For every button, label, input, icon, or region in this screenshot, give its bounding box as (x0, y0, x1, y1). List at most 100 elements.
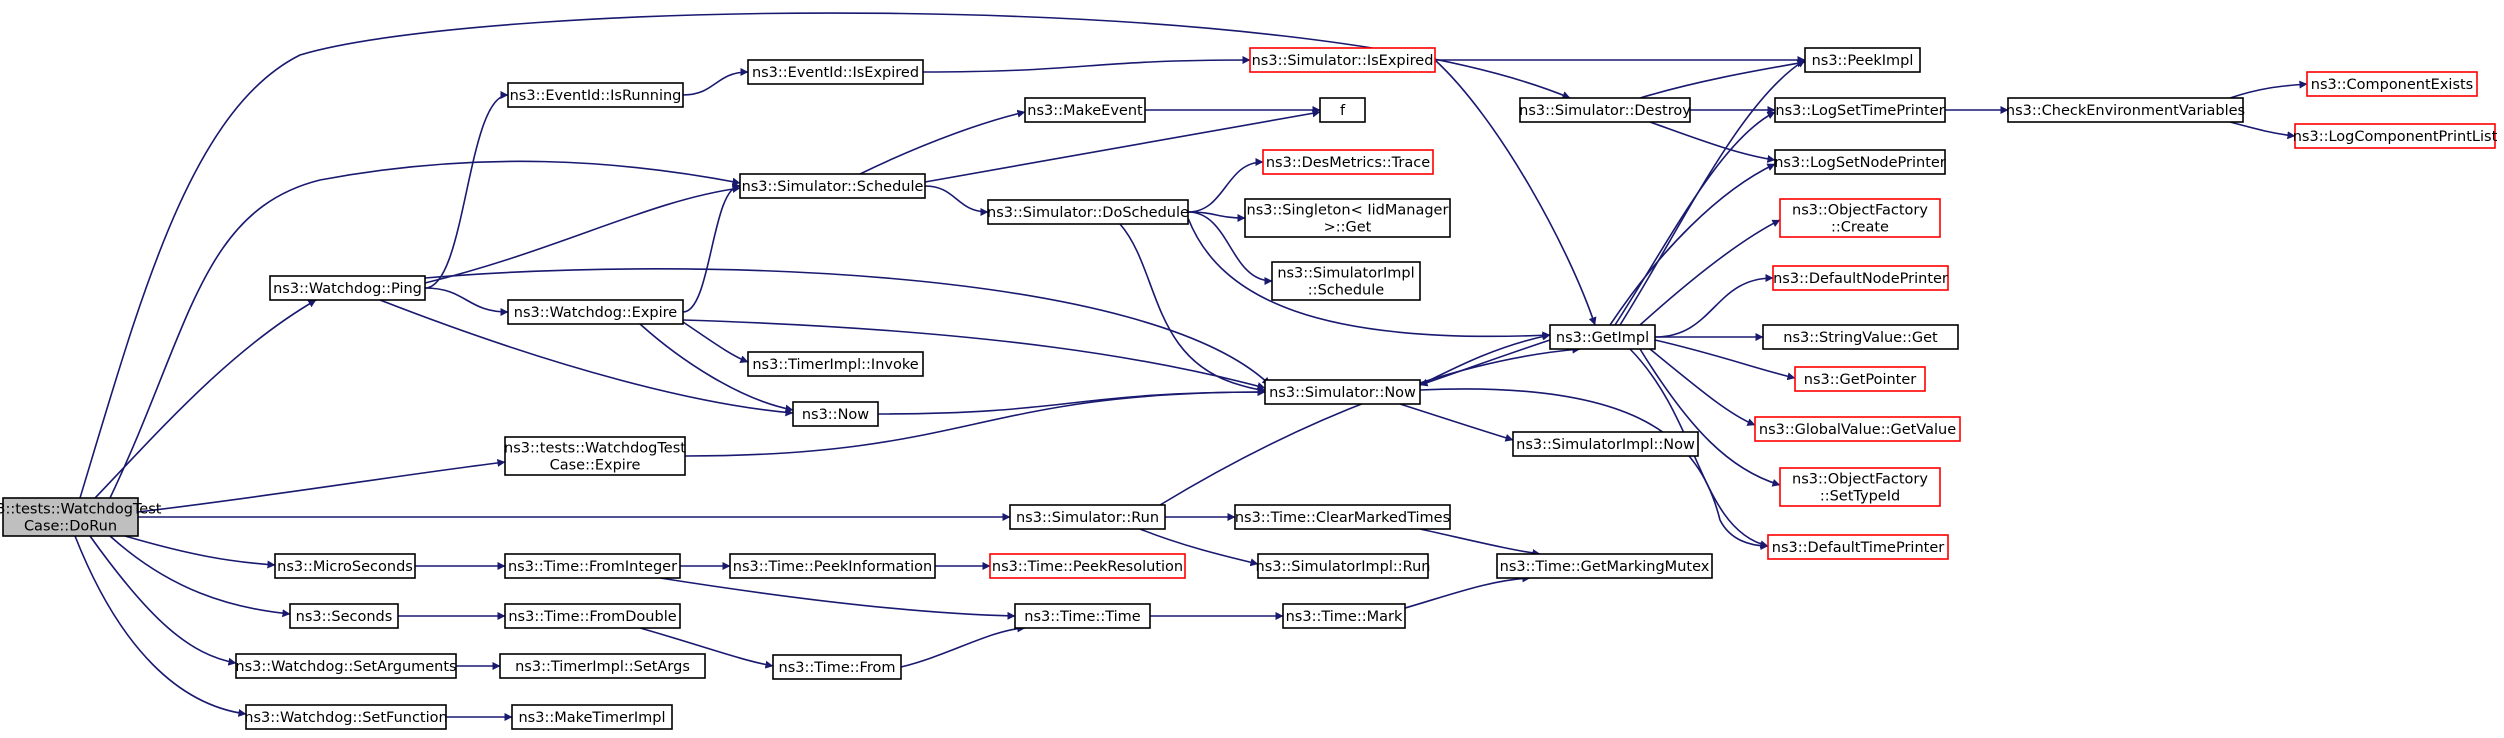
node-box[interactable] (1804, 47, 1921, 73)
node-box[interactable] (1774, 149, 1946, 175)
node-watchdog-expire[interactable]: ns3::Watchdog::Expire (507, 299, 684, 325)
node-box[interactable] (1762, 324, 1959, 350)
node-box[interactable] (2, 497, 139, 537)
node-box[interactable] (274, 553, 416, 579)
node-componentexists[interactable]: ns3::ComponentExists (2306, 71, 2478, 97)
node-time-peekresolution[interactable]: ns3::Time::PeekResolution (989, 553, 1186, 579)
node-box[interactable] (269, 275, 426, 301)
node-time-getmarkingmutex[interactable]: ns3::Time::GetMarkingMutex (1496, 553, 1713, 579)
node-box[interactable] (1009, 504, 1166, 530)
node-time-fromdouble[interactable]: ns3::Time::FromDouble (504, 603, 681, 629)
node-box[interactable] (504, 436, 686, 476)
node-box[interactable] (1249, 47, 1436, 73)
node-watchdog-ping[interactable]: ns3::Watchdog::Ping (269, 275, 426, 301)
node-box[interactable] (989, 553, 1186, 579)
node-box[interactable] (747, 351, 924, 377)
node-sim-run[interactable]: ns3::Simulator::Run (1009, 504, 1166, 530)
node-sim-isexpired[interactable]: ns3::Simulator::IsExpired (1249, 47, 1436, 73)
node-box[interactable] (1024, 97, 1146, 123)
node-box[interactable] (1262, 149, 1434, 175)
node-box[interactable] (1779, 467, 1941, 507)
node-box[interactable] (2306, 71, 2478, 97)
node-checkenvvars[interactable]: ns3::CheckEnvironmentVariables (2006, 97, 2245, 123)
node-box[interactable] (1282, 603, 1406, 629)
node-box[interactable] (1774, 97, 1946, 123)
node-box[interactable] (507, 299, 684, 325)
node-f[interactable]: f (1319, 97, 1366, 123)
node-logsettimeprinter[interactable]: ns3::LogSetTimePrinter (1774, 97, 1946, 123)
node-simimpl-now[interactable]: ns3::SimulatorImpl::Now (1512, 431, 1699, 457)
node-seconds[interactable]: ns3::Seconds (289, 603, 399, 629)
node-box[interactable] (504, 603, 681, 629)
node-time-from[interactable]: ns3::Time::From (772, 654, 902, 680)
node-box[interactable] (2294, 123, 2496, 149)
node-box[interactable] (245, 704, 447, 730)
node-eventid-isexpired[interactable]: ns3::EventId::IsExpired (747, 59, 924, 85)
node-time-time[interactable]: ns3::Time::Time (1014, 603, 1151, 629)
node-box[interactable] (499, 653, 706, 679)
node-defaultnodeprinter[interactable]: ns3::DefaultNodePrinter (1772, 265, 1949, 291)
node-box[interactable] (507, 82, 684, 108)
node-objfactory-settypeid[interactable]: ns3::ObjectFactory::SetTypeId (1779, 467, 1941, 507)
node-box[interactable] (235, 653, 457, 679)
node-simimpl-schedule[interactable]: ns3::SimulatorImpl::Schedule (1271, 261, 1421, 301)
node-microseconds[interactable]: ns3::MicroSeconds (274, 553, 416, 579)
node-time-mark[interactable]: ns3::Time::Mark (1282, 603, 1406, 629)
node-box[interactable] (729, 553, 936, 579)
node-maketimerimpl[interactable]: ns3::MakeTimerImpl (511, 704, 673, 730)
node-box[interactable] (1779, 198, 1941, 238)
node-getpointer[interactable]: ns3::GetPointer (1794, 366, 1926, 392)
node-stringvalue-get[interactable]: ns3::StringValue::Get (1762, 324, 1959, 350)
node-box[interactable] (1244, 198, 1451, 238)
node-box[interactable] (1496, 553, 1713, 579)
node-box[interactable] (1754, 416, 1961, 442)
node-logcomponentprintlist[interactable]: ns3::LogComponentPrintList (2293, 123, 2498, 149)
node-box[interactable] (747, 59, 924, 85)
node-box[interactable] (1234, 504, 1451, 530)
node-getimpl[interactable]: ns3::GetImpl (1549, 324, 1656, 350)
node-eventid-isrunning[interactable]: ns3::EventId::IsRunning (507, 82, 684, 108)
node-peekimpl[interactable]: ns3::PeekImpl (1804, 47, 1921, 73)
node-logsetnodeprinter[interactable]: ns3::LogSetNodePrinter (1774, 149, 1946, 175)
node-box[interactable] (504, 553, 681, 579)
node-sim-doschedule[interactable]: ns3::Simulator::DoSchedule (987, 199, 1189, 225)
node-timerimpl-invoke[interactable]: ns3::TimerImpl::Invoke (747, 351, 924, 377)
node-box[interactable] (1549, 324, 1656, 350)
node-globalvalue-getvalue[interactable]: ns3::GlobalValue::GetValue (1754, 416, 1961, 442)
node-now[interactable]: ns3::Now (792, 401, 879, 427)
node-timerimpl-setargs[interactable]: ns3::TimerImpl::SetArgs (499, 653, 706, 679)
node-sim-now[interactable]: ns3::Simulator::Now (1264, 379, 1421, 405)
node-box[interactable] (739, 173, 926, 199)
node-sim-schedule[interactable]: ns3::Simulator::Schedule (739, 173, 926, 199)
node-box[interactable] (1512, 431, 1699, 457)
node-box[interactable] (1271, 261, 1421, 301)
node-box[interactable] (1794, 366, 1926, 392)
node-box[interactable] (1319, 97, 1366, 123)
node-watchdog-setfunction[interactable]: ns3::Watchdog::SetFunction (244, 704, 448, 730)
node-box[interactable] (289, 603, 399, 629)
node-time-clearmarkedtimes[interactable]: ns3::Time::ClearMarkedTimes (1234, 504, 1451, 530)
node-box[interactable] (1767, 534, 1949, 560)
node-objfactory-create[interactable]: ns3::ObjectFactory::Create (1779, 198, 1941, 238)
node-singleton-get[interactable]: ns3::Singleton< IidManager>::Get (1244, 198, 1451, 238)
node-simimpl-run[interactable]: ns3::SimulatorImpl::Run (1256, 553, 1431, 579)
node-box[interactable] (1257, 553, 1429, 579)
node-box[interactable] (1519, 97, 1691, 123)
node-box[interactable] (772, 654, 902, 680)
node-watchdog-setarguments[interactable]: ns3::Watchdog::SetArguments (235, 653, 457, 679)
node-sim-destroy[interactable]: ns3::Simulator::Destroy (1519, 97, 1691, 123)
node-box[interactable] (1014, 603, 1151, 629)
node-box[interactable] (1772, 265, 1949, 291)
node-time-frominteger[interactable]: ns3::Time::FromInteger (504, 553, 681, 579)
node-box[interactable] (1264, 379, 1421, 405)
node-time-peekinformation[interactable]: ns3::Time::PeekInformation (729, 553, 936, 579)
node-box[interactable] (2007, 97, 2244, 123)
node-defaulttimeprinter[interactable]: ns3::DefaultTimePrinter (1767, 534, 1949, 560)
node-box[interactable] (511, 704, 673, 730)
node-box[interactable] (987, 199, 1189, 225)
node-desmetrics-trace[interactable]: ns3::DesMetrics::Trace (1262, 149, 1434, 175)
node-makeevent[interactable]: ns3::MakeEvent (1024, 97, 1146, 123)
node-box[interactable] (792, 401, 879, 427)
